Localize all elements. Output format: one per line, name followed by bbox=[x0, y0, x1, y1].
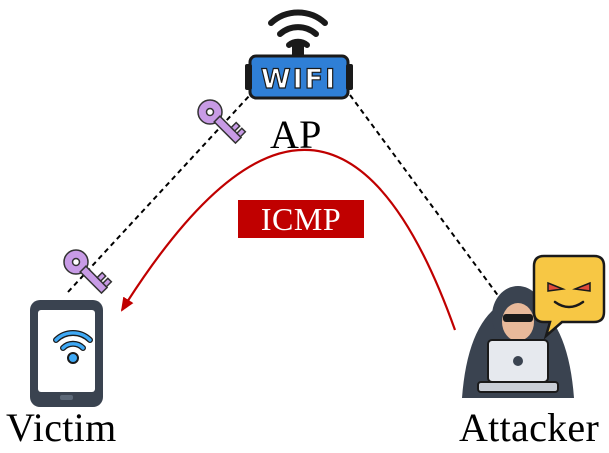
icmp-text: ICMP bbox=[260, 201, 342, 237]
evil-emoji-icon bbox=[532, 254, 606, 340]
icmp-attack-arrow bbox=[120, 148, 457, 331]
ap-label: AP bbox=[270, 112, 322, 157]
ap-attacker-link bbox=[349, 94, 506, 306]
wifi-badge-text: WIFI bbox=[261, 64, 337, 95]
icmp-packet-label: ICMP bbox=[238, 200, 364, 238]
wifi-router-icon bbox=[245, 54, 353, 100]
smartphone-icon bbox=[30, 300, 103, 407]
wifi-signal-icon bbox=[268, 9, 328, 48]
key-icon-lower bbox=[63, 249, 113, 295]
attacker-label: Attacker bbox=[459, 405, 600, 450]
phone-wifi-icon bbox=[53, 329, 93, 364]
key-icon-upper bbox=[197, 99, 247, 145]
victim-label: Victim bbox=[6, 405, 117, 450]
